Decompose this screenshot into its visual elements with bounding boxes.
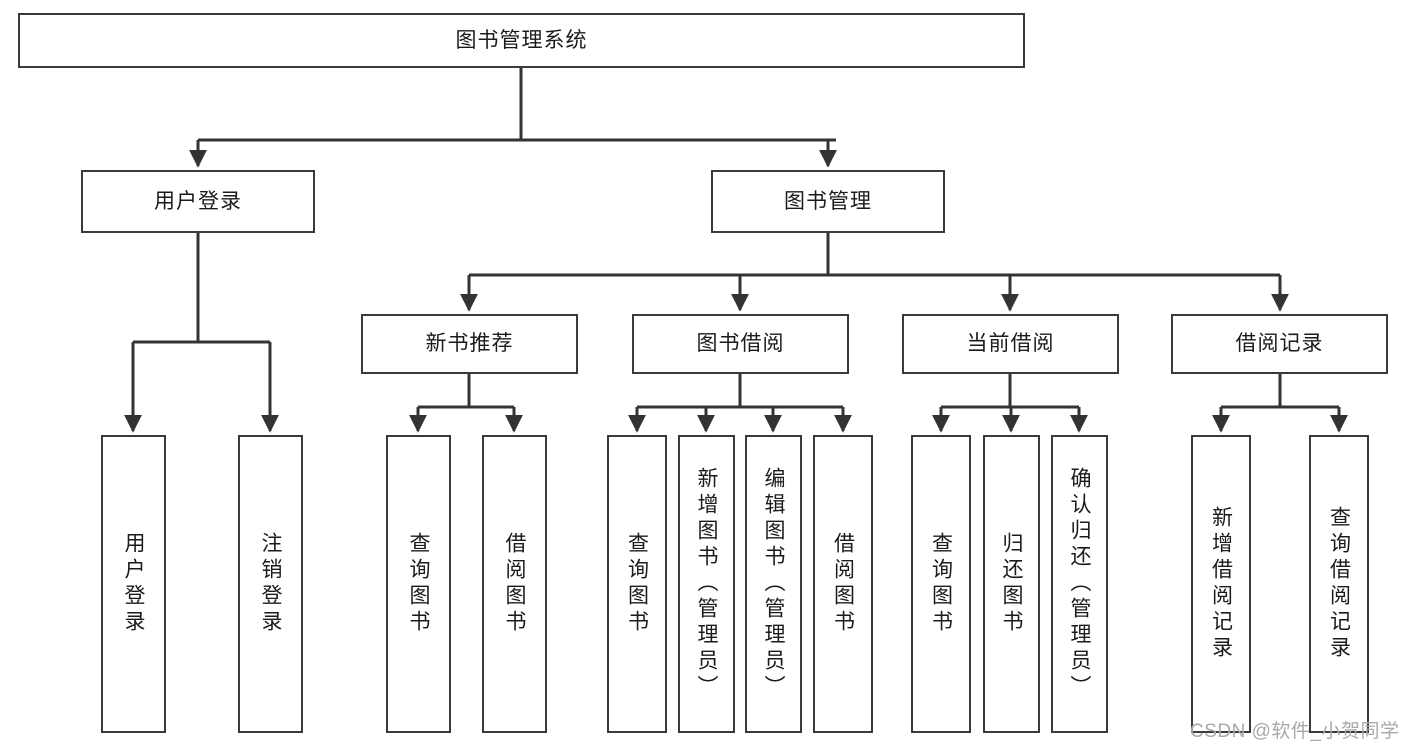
leaf-label: 查询图书 — [407, 532, 430, 636]
node-book-borrow[interactable]: 图书借阅 — [632, 314, 849, 374]
leaf-label: 归还图书 — [1000, 532, 1023, 636]
node-new-book-recommend[interactable]: 新书推荐 — [361, 314, 578, 374]
node-borrow-records[interactable]: 借阅记录 — [1171, 314, 1388, 374]
leaf-query-books-borrow[interactable]: 查询图书 — [607, 435, 667, 733]
leaf-query-books-newbooks[interactable]: 查询图书 — [386, 435, 451, 733]
node-new-book-recommend-label: 新书推荐 — [425, 332, 514, 356]
leaf-label: 编辑图书（管理员） — [762, 467, 785, 701]
node-book-management[interactable]: 图书管理 — [711, 170, 945, 233]
leaf-label: 借阅图书 — [831, 532, 855, 636]
leaf-add-borrow-record[interactable]: 新增借阅记录 — [1191, 435, 1251, 733]
leaf-query-books-current[interactable]: 查询图书 — [911, 435, 971, 733]
node-book-borrow-label: 图书借阅 — [696, 332, 785, 356]
leaf-query-borrow-record[interactable]: 查询借阅记录 — [1309, 435, 1369, 733]
leaf-user-login[interactable]: 用户登录 — [101, 435, 166, 733]
leaf-label: 新增借阅记录 — [1209, 506, 1233, 662]
leaf-label: 查询图书 — [625, 532, 649, 636]
node-current-borrow[interactable]: 当前借阅 — [902, 314, 1119, 374]
leaf-label: 确认归还（管理员） — [1068, 467, 1091, 701]
leaf-label: 查询图书 — [929, 532, 953, 636]
leaf-label: 用户登录 — [122, 532, 145, 636]
node-user-login[interactable]: 用户登录 — [81, 170, 315, 233]
watermark: CSDN @软件_小贺同学 — [1190, 721, 1400, 742]
leaf-label: 查询借阅记录 — [1327, 506, 1351, 662]
leaf-borrow-books-borrow[interactable]: 借阅图书 — [813, 435, 873, 733]
node-book-management-label: 图书管理 — [784, 189, 872, 213]
leaf-return-books[interactable]: 归还图书 — [983, 435, 1040, 733]
node-borrow-records-label: 借阅记录 — [1235, 332, 1324, 356]
node-root[interactable]: 图书管理系统 — [18, 13, 1025, 68]
node-current-borrow-label: 当前借阅 — [966, 332, 1055, 356]
leaf-add-book-admin[interactable]: 新增图书（管理员） — [678, 435, 735, 733]
leaf-borrow-books-newbooks[interactable]: 借阅图书 — [482, 435, 547, 733]
leaf-label: 注销登录 — [259, 532, 282, 636]
leaf-label: 借阅图书 — [503, 532, 526, 636]
leaf-confirm-return-admin[interactable]: 确认归还（管理员） — [1051, 435, 1108, 733]
node-user-login-label: 用户登录 — [154, 189, 242, 213]
leaf-label: 新增图书（管理员） — [695, 467, 718, 701]
leaf-logout[interactable]: 注销登录 — [238, 435, 303, 733]
leaf-edit-book-admin[interactable]: 编辑图书（管理员） — [745, 435, 802, 733]
node-root-label: 图书管理系统 — [455, 28, 588, 52]
